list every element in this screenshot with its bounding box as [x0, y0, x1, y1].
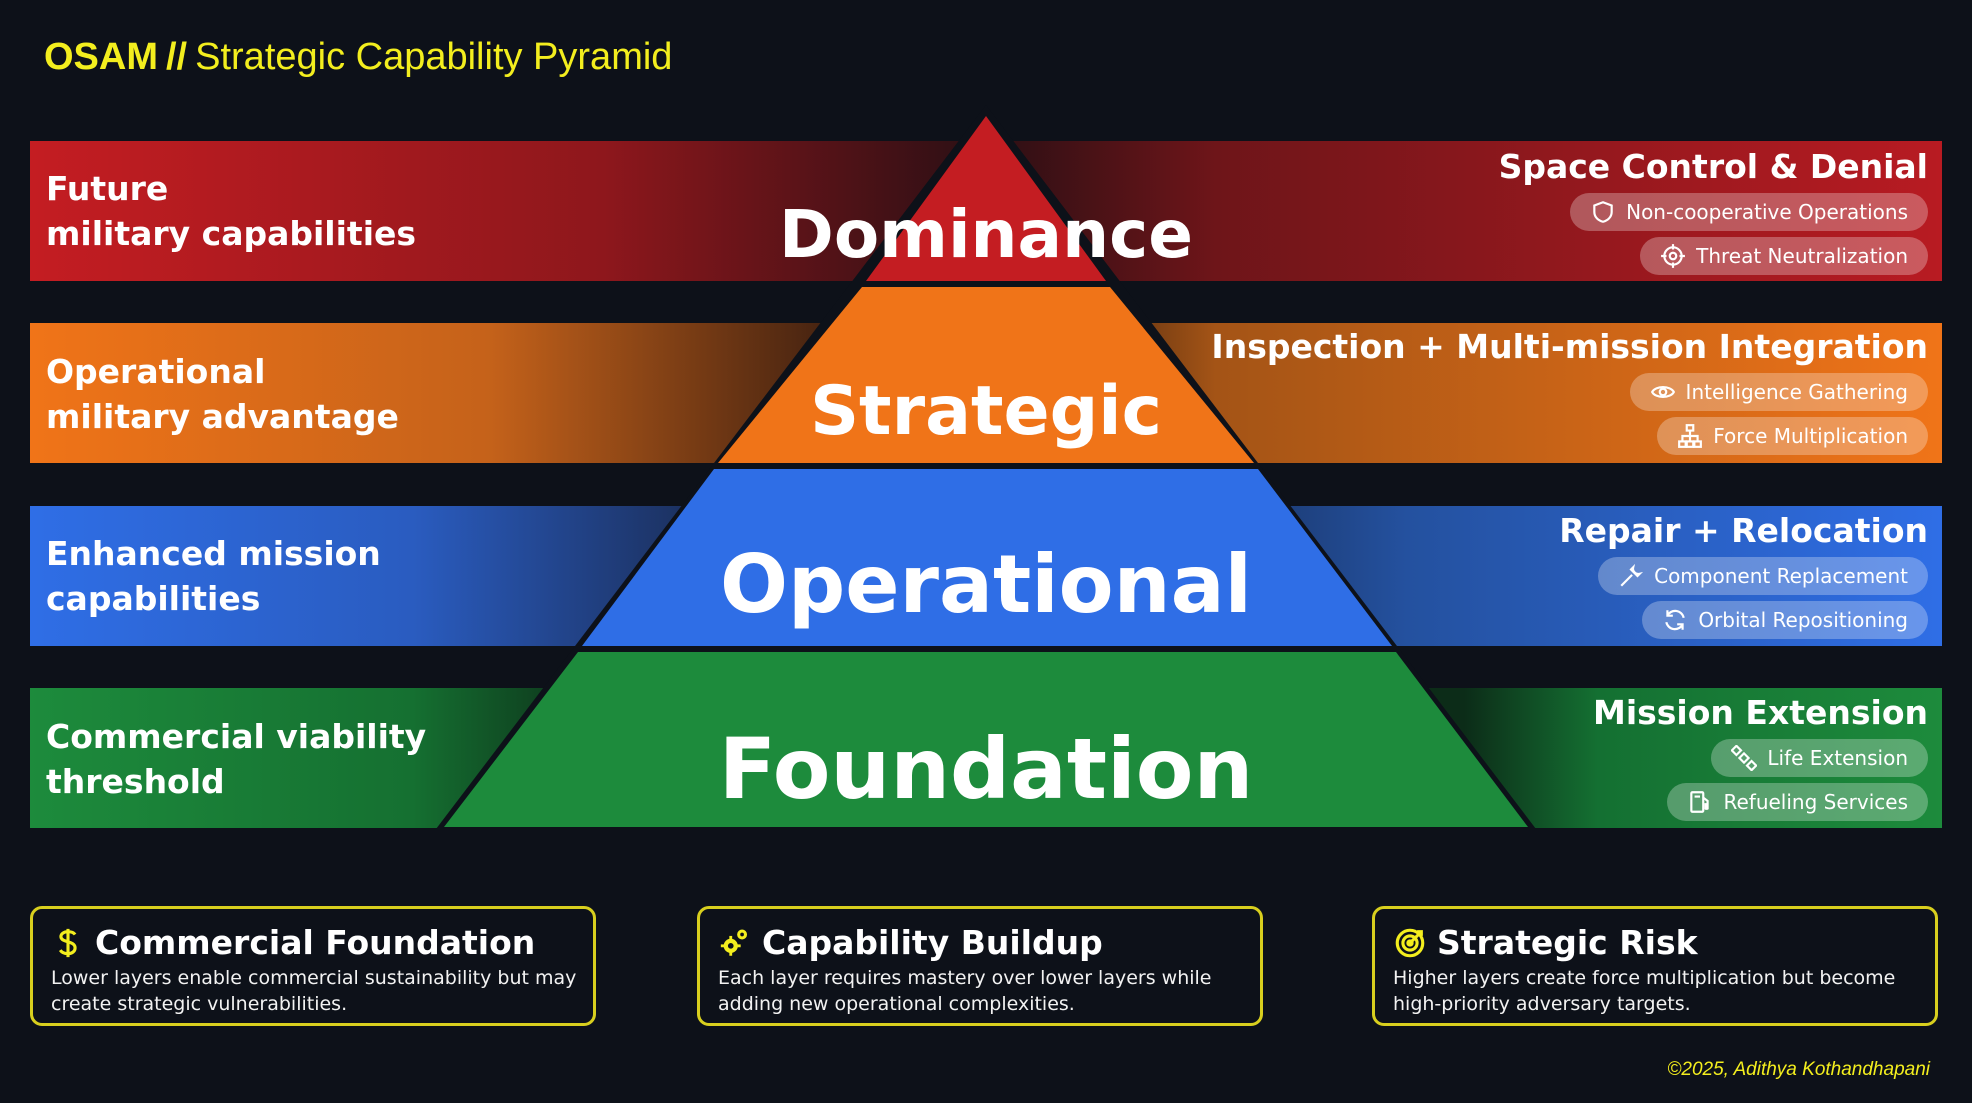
- left-label-line2: military advantage: [46, 397, 399, 436]
- pill-label: Refueling Services: [1723, 790, 1908, 814]
- page-title: OSAM//Strategic Capability Pyramid: [44, 36, 672, 79]
- pyramid-tier-strategic: [718, 287, 1254, 463]
- brand-name: OSAM: [44, 36, 158, 78]
- network-icon: [1678, 424, 1703, 448]
- pill-orbital-repositioning: Orbital Repositioning: [1642, 601, 1928, 639]
- rotate-icon: [1665, 609, 1686, 631]
- pyramid-tier-dominance: [866, 116, 1106, 281]
- card-title: Commercial Foundation: [51, 923, 535, 962]
- pyramid-outline: [436, 105, 1536, 829]
- tier-label-operational: Operational: [720, 538, 1252, 631]
- card-title-text: Capability Buildup: [762, 923, 1103, 962]
- left-label-line2: capabilities: [46, 579, 261, 618]
- left-label-foundation: Commercial viability threshold: [46, 714, 426, 804]
- left-label-strategic: Operational military advantage: [46, 349, 399, 439]
- left-label-line1: Commercial viability: [46, 717, 427, 756]
- left-label-line2: threshold: [46, 762, 225, 801]
- pill-force-multiplication: Force Multiplication: [1657, 417, 1928, 455]
- right-title: Space Control & Denial: [1498, 147, 1928, 186]
- title-separator: //: [166, 36, 188, 78]
- title-text: Strategic Capability Pyramid: [195, 36, 673, 78]
- pill-intelligence-gathering: Intelligence Gathering: [1629, 373, 1928, 411]
- satellite-icon: [1731, 745, 1758, 771]
- pill-label: Force Multiplication: [1713, 424, 1908, 448]
- pill-threat-neutralization: Threat Neutralization: [1640, 237, 1928, 275]
- tier-label-foundation: Foundation: [718, 720, 1254, 818]
- pill-component-replacement: Component Replacement: [1598, 557, 1928, 595]
- left-label-line1: Enhanced mission: [46, 534, 381, 573]
- shield-icon: [1593, 201, 1613, 223]
- gears-icon: [720, 929, 748, 956]
- right-title: Mission Extension: [1593, 693, 1928, 732]
- pill-life-extension: Life Extension: [1711, 739, 1928, 777]
- pill-refueling-services: Refueling Services: [1667, 783, 1928, 821]
- left-label-dominance: Future military capabilities: [46, 166, 416, 256]
- card-description: Each layer requires mastery over lower l…: [718, 967, 1212, 1015]
- right-title: Inspection + Multi-mission Integration: [1211, 327, 1928, 366]
- target-icon: [1395, 928, 1425, 957]
- dollar-icon: [58, 928, 77, 957]
- wrench-icon: [1620, 563, 1644, 587]
- pill-label: Intelligence Gathering: [1685, 380, 1908, 404]
- crosshair-icon: [1661, 244, 1686, 268]
- pill-non-cooperative-operations: Non-cooperative Operations: [1570, 193, 1928, 231]
- eye-icon: [1650, 386, 1675, 398]
- right-group-operational: Repair + Relocation Component Replacemen…: [1559, 511, 1928, 639]
- left-label-line1: Future: [46, 169, 169, 208]
- fuel-icon: [1690, 791, 1710, 813]
- pill-label: Threat Neutralization: [1696, 244, 1908, 268]
- pyramid-tier-operational: [582, 469, 1392, 646]
- pyramid-tier-foundation: [444, 652, 1528, 827]
- card-commercial-foundation: Commercial Foundation Lower layers enabl…: [30, 906, 596, 1026]
- pill-label: Life Extension: [1767, 746, 1908, 770]
- card-title: Strategic Risk: [1393, 923, 1698, 962]
- card-title-text: Commercial Foundation: [95, 923, 536, 962]
- card-title-text: Strategic Risk: [1437, 923, 1698, 962]
- left-label-operational: Enhanced mission capabilities: [46, 531, 381, 621]
- tier-label-strategic: Strategic: [810, 372, 1162, 451]
- left-label-line1: Operational: [46, 352, 266, 391]
- left-label-line2: military capabilities: [46, 214, 417, 253]
- right-title: Repair + Relocation: [1559, 511, 1928, 550]
- card-description: Lower layers enable commercial sustainab…: [51, 967, 577, 1015]
- pill-label: Component Replacement: [1654, 564, 1908, 588]
- tier-label-dominance: Dominance: [779, 196, 1193, 273]
- right-group-dominance: Space Control & Denial Non-cooperative O…: [1499, 147, 1928, 275]
- card-capability-buildup: Capability Buildup Each layer requires m…: [697, 906, 1263, 1026]
- pill-label: Orbital Repositioning: [1698, 608, 1908, 632]
- pill-label: Non-cooperative Operations: [1626, 200, 1908, 224]
- card-strategic-risk: Strategic Risk Higher layers create forc…: [1372, 906, 1938, 1026]
- card-description: Higher layers create force multiplicatio…: [1393, 967, 1896, 1015]
- right-group-foundation: Mission Extension Life Extension Refueli…: [1593, 693, 1928, 821]
- copyright-footer: ©2025, Adithya Kothandhapani: [1667, 1059, 1930, 1080]
- card-title: Capability Buildup: [718, 923, 1103, 962]
- right-group-strategic: Inspection + Multi-mission Integration I…: [1211, 327, 1928, 455]
